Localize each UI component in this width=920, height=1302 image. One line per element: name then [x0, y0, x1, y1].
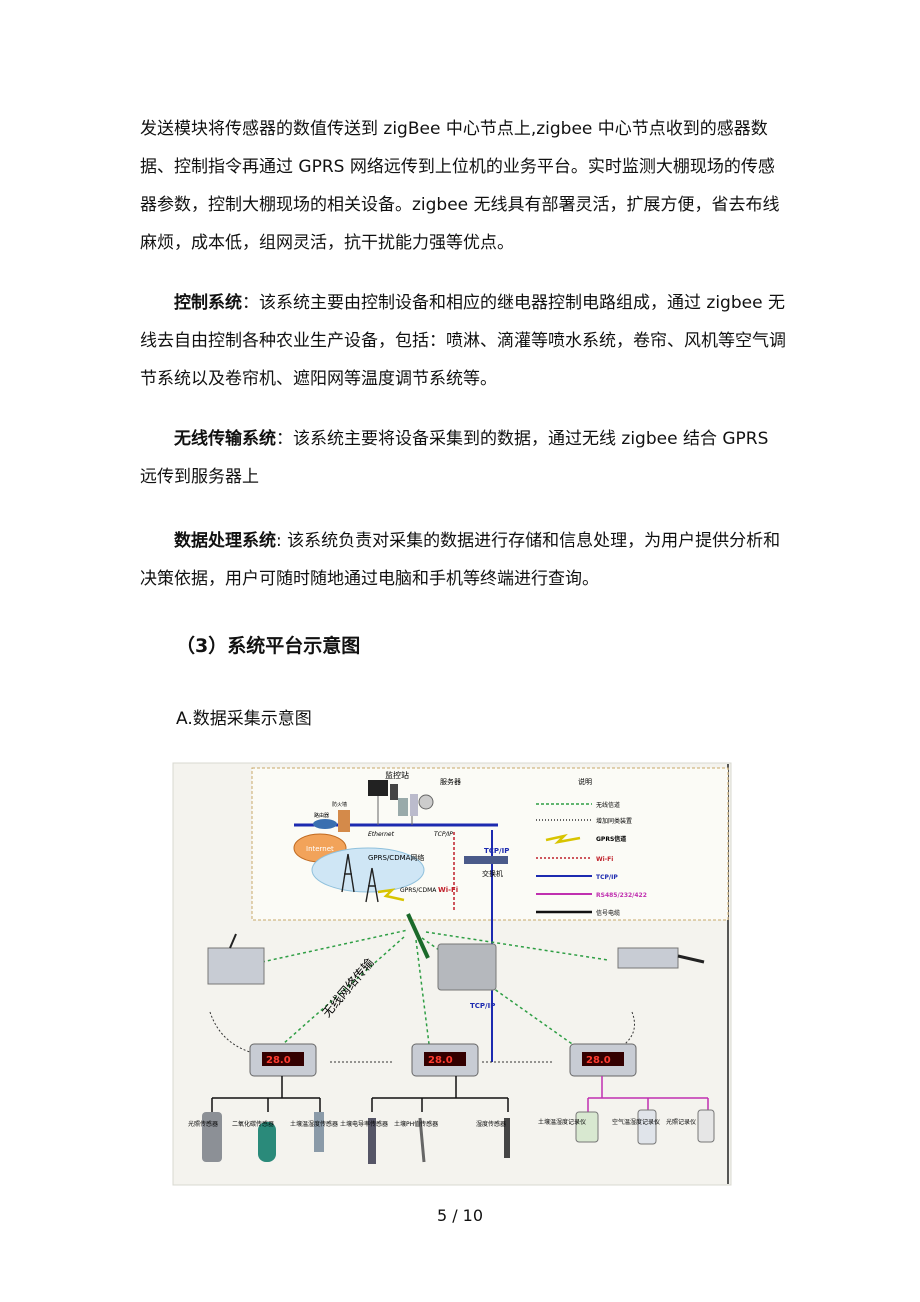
- figure-subheading: A.数据采集示意图: [176, 709, 312, 729]
- display-terminal-right-icon: 28.0: [569, 1043, 637, 1077]
- legend-label-rs485: RS485/232/422: [596, 892, 647, 899]
- soil-conductivity-sensor-icon: [368, 1118, 376, 1164]
- sensor-label-ph: 土壤PH值传感器: [394, 1120, 438, 1128]
- monitor-station-label: 监控站: [385, 770, 409, 780]
- legend-label-wifi: Wi-Fi: [596, 856, 613, 863]
- legend-label-gprs: GPRS信道: [596, 835, 626, 843]
- firewall-icon: [338, 810, 350, 832]
- legend-label-cable: 信号电缆: [596, 909, 620, 917]
- data-acquisition-diagram: 监控站 服务器 防火墙 路由器 Internet Ethernet TCP/IP…: [172, 762, 732, 1186]
- internet-label: Internet: [306, 845, 334, 853]
- firewall-label: 防火墙: [332, 801, 347, 808]
- tcpip-label-top: TCP/IP: [484, 847, 509, 855]
- soil-recorder-icon: [575, 1111, 599, 1143]
- paragraph-zigbee-overview: 发送模块将传感器的数值传送到 zigBee 中心节点上,zigbee 中心节点收…: [140, 119, 780, 253]
- switch-label: 交换机: [482, 869, 503, 878]
- display-value-right: 28.0: [586, 1055, 611, 1066]
- page-number: 5 / 10: [436, 1206, 484, 1225]
- legend-label-tcpip: TCP/IP: [596, 874, 618, 881]
- switch-icon: [464, 856, 508, 864]
- sensor-label-humidity: 湿度传感器: [476, 1120, 506, 1128]
- legend-label-wireless: 无线信道: [596, 801, 620, 809]
- display-terminal-left-icon: 28.0: [249, 1043, 317, 1077]
- paragraph-data-processing: 数据处理系统: 该系统负责对采集的数据进行存储和信息处理，为用户提供分析和决策依…: [140, 531, 781, 589]
- legend-line-gprs: [545, 833, 581, 844]
- legend-label-same-device: 增加同类装置: [596, 817, 632, 825]
- section-heading: （3）系统平台示意图: [176, 635, 361, 657]
- cell-tower-icon: [341, 853, 379, 903]
- gprs-cdma-label: GPRS/CDMA: [400, 887, 437, 894]
- soil-ph-sensor-icon: [418, 1117, 426, 1163]
- sensor-cables-mid: [371, 1076, 509, 1112]
- control-system-label: 控制系统: [174, 293, 242, 313]
- gateway-device-icon: [437, 943, 497, 991]
- tcpip-bus-label: TCP/IP: [434, 831, 453, 838]
- legend: 无线信道 增加同类装置 GPRS信道 Wi-Fi TCP/IP RS485/23…: [536, 801, 647, 917]
- light-recorder-icon: [697, 1109, 715, 1143]
- recorder-label-light: 光照记录仪: [666, 1118, 696, 1126]
- paragraph-wireless-transmission: 无线传输系统：该系统主要将设备采集到的数据，通过无线 zigbee 结合 GPR…: [140, 429, 769, 487]
- humidity-sensor-icon: [504, 1118, 510, 1158]
- recorder-label-air: 空气温湿度记录仪: [612, 1118, 660, 1126]
- air-recorder-icon: [637, 1109, 657, 1145]
- recorder-label-soil: 土壤温湿度记录仪: [538, 1118, 586, 1126]
- server-label: 服务器: [440, 777, 461, 786]
- gprs-cdma-network-label: GPRS/CDMA网络: [368, 853, 424, 862]
- router-label: 路由器: [314, 812, 329, 819]
- sensor-label-conductivity: 土壤电导率传感器: [340, 1120, 388, 1128]
- sensor-label-light: 光照传感器: [188, 1120, 218, 1128]
- co2-sensor-icon: [258, 1122, 276, 1162]
- gprs-signal-icon: [377, 888, 405, 902]
- sensor-label-co2: 二氧化碳传感器: [232, 1120, 274, 1128]
- tcpip-label-bottom: TCP/IP: [470, 1002, 495, 1010]
- server-icon: [398, 794, 434, 825]
- sensor-label-soil-th: 土壤温湿度传感器: [290, 1120, 338, 1128]
- monitor-station-icon: [368, 780, 398, 825]
- display-value-left: 28.0: [266, 1055, 291, 1066]
- display-terminal-mid-icon: 28.0: [411, 1043, 479, 1077]
- soil-temp-humidity-sensor-icon: [314, 1112, 324, 1152]
- legend-title: 说明: [578, 777, 592, 786]
- zigbee-coordinator-icon: [406, 913, 430, 959]
- light-sensor-icon: [202, 1112, 222, 1162]
- gprs-module-right-icon: [617, 947, 679, 969]
- ethernet-label: Ethernet: [368, 831, 395, 838]
- display-value-mid: 28.0: [428, 1055, 453, 1066]
- wifi-label: Wi-Fi: [438, 886, 458, 894]
- router-icon: [313, 819, 337, 829]
- wireless-system-label: 无线传输系统: [174, 429, 276, 449]
- wireless-links: [261, 929, 609, 1059]
- data-processing-label: 数据处理系统: [174, 531, 276, 551]
- zigbee-module-left-icon: [207, 947, 265, 985]
- paragraph-control-system: 控制系统：该系统主要由控制设备和相应的继电器控制电路组成，通过 zigbee 无…: [140, 293, 786, 389]
- sensor-cables-right: [587, 1076, 709, 1112]
- sensor-cables-left: [211, 1076, 321, 1112]
